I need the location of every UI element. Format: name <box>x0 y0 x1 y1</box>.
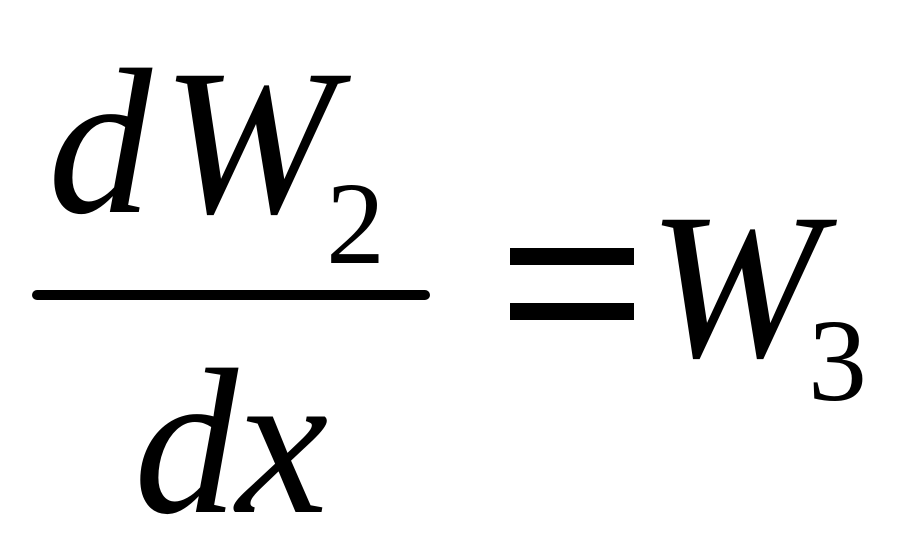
rhs-subscript: 3 <box>808 295 867 426</box>
equals-top-bar <box>510 248 634 265</box>
numerator-differential-d: d <box>48 27 152 257</box>
numerator-subscript: 2 <box>326 158 385 289</box>
equals-bottom-bar <box>510 303 634 320</box>
fraction-bar <box>32 290 430 300</box>
rhs-variable-w: W <box>648 171 822 401</box>
numerator-variable-w: W <box>162 27 336 257</box>
denominator-variable-x: x <box>236 327 329 557</box>
denominator-differential-d: d <box>134 327 238 557</box>
